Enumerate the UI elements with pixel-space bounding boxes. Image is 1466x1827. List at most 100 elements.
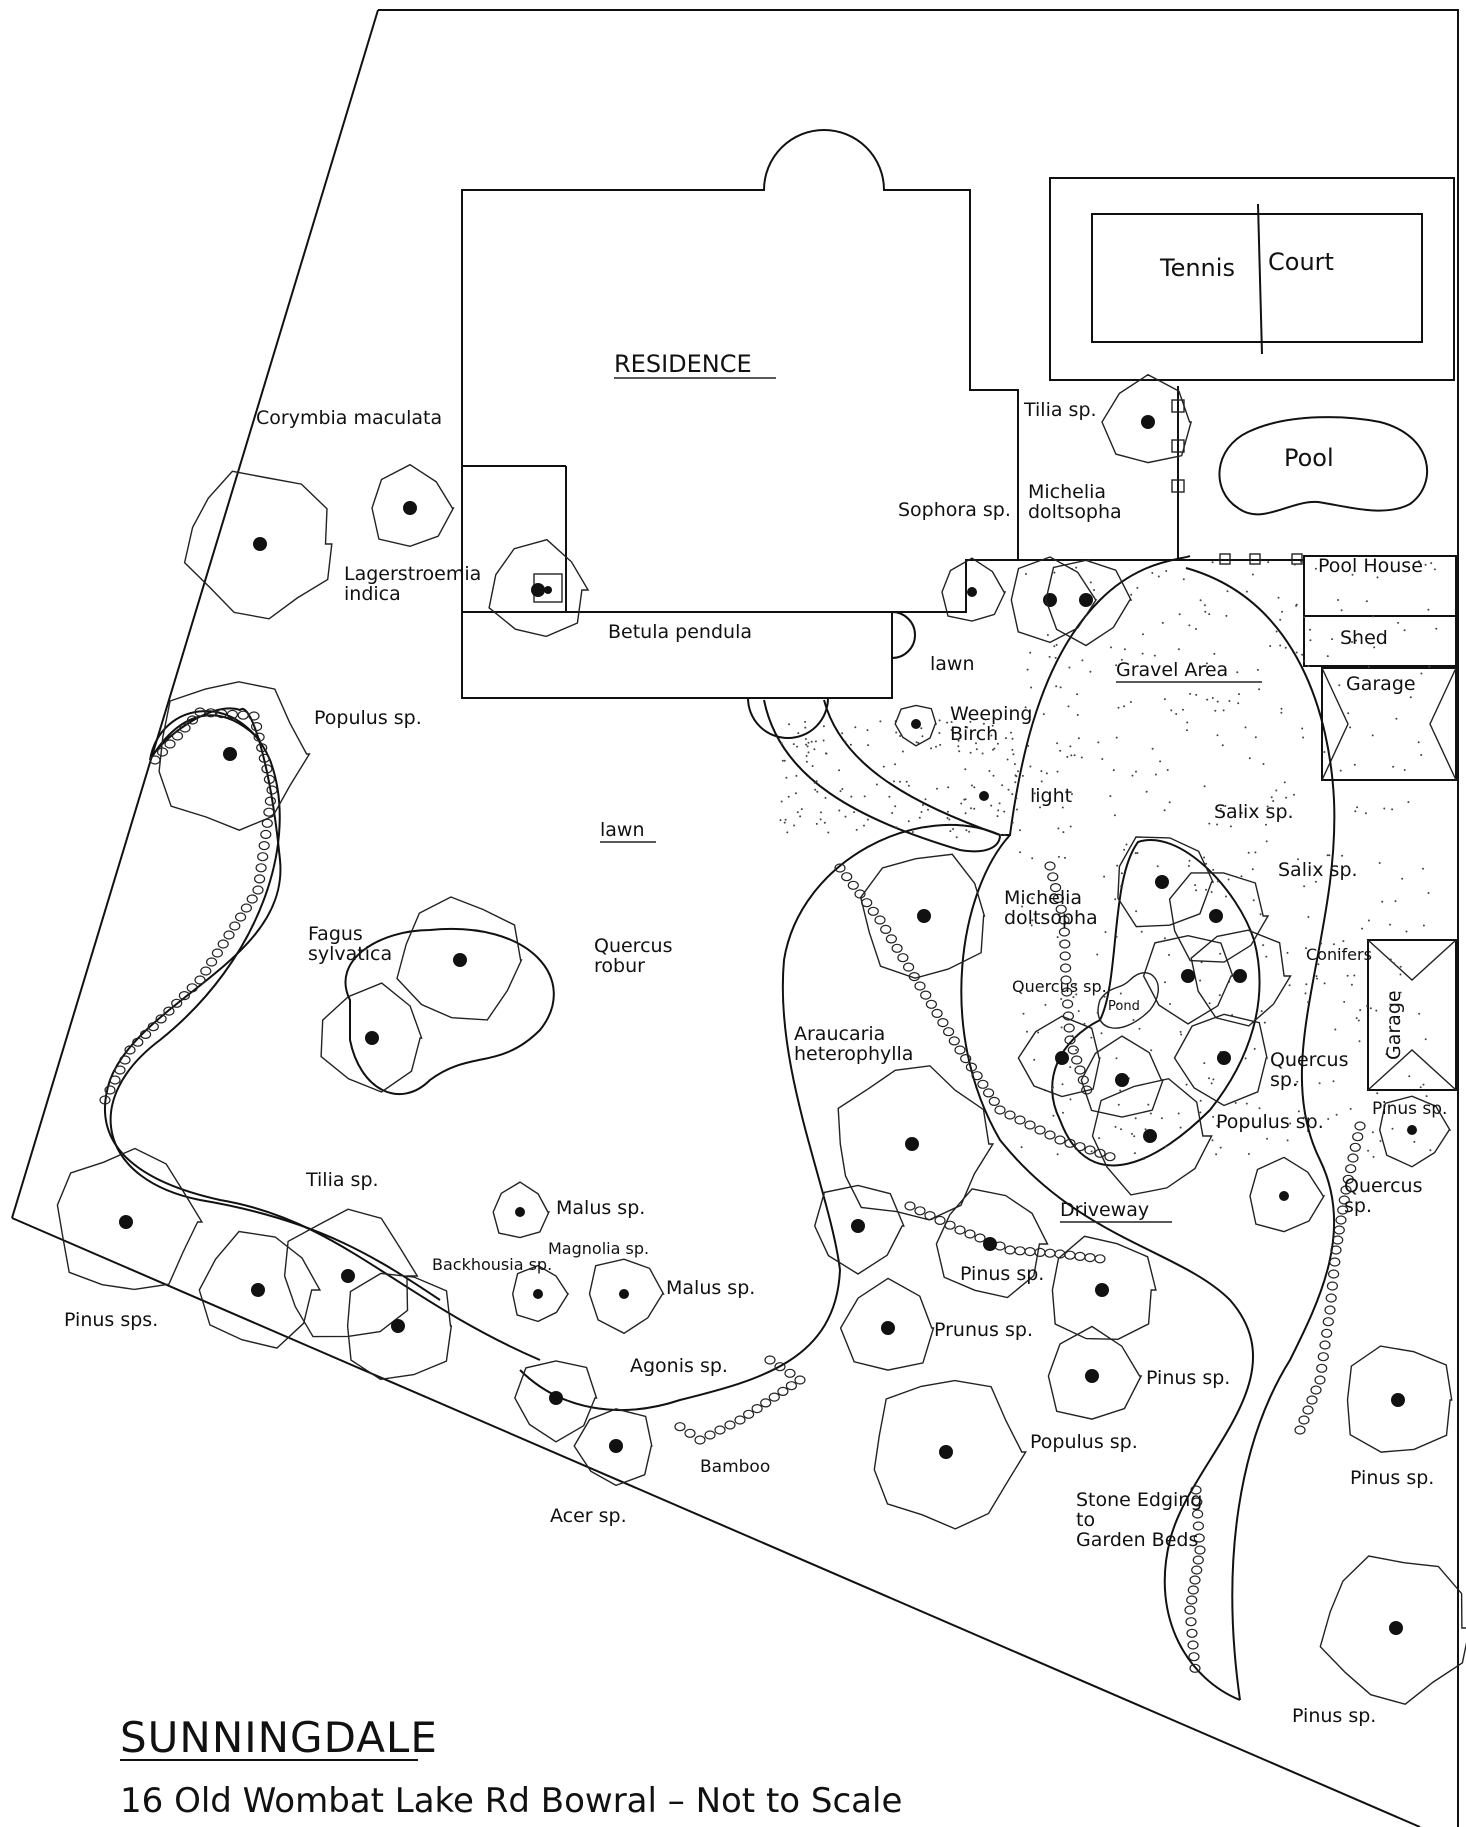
plant-tilia-top: Tilia sp. (1023, 399, 1097, 421)
gravel-label: Gravel Area (1116, 659, 1228, 681)
tree-canopy (1173, 1013, 1268, 1107)
plant-conifers: Conifers (1306, 945, 1372, 964)
tree-canopy (1080, 1035, 1164, 1118)
tree-canopy (1051, 1235, 1157, 1341)
plant-tilia-bottom: Tilia sp. (305, 1169, 379, 1191)
driveway-label: Driveway (1060, 1199, 1149, 1221)
plant-agonis: Agonis sp. (630, 1355, 728, 1377)
lawn-label-main: lawn (600, 819, 645, 841)
plan-subtitle: 16 Old Wombat Lake Rd Bowral – Not to Sc… (120, 1781, 902, 1821)
plant-populus-mid: Populus sp. (1216, 1111, 1324, 1133)
tree-trunk (983, 1237, 997, 1251)
garage-label-top: Garage (1346, 673, 1416, 695)
tree-canopy (941, 557, 1007, 622)
tree-trunk (917, 909, 931, 923)
tree-trunk (1407, 1125, 1417, 1135)
plant-pinus-sps: Pinus sps. (64, 1309, 158, 1331)
plan-title: SUNNINGDALE (120, 1713, 438, 1762)
tree-trunk (1095, 1283, 1109, 1297)
pool (1218, 416, 1429, 516)
tree-canopy (573, 1408, 653, 1487)
tree-canopy (1117, 836, 1215, 928)
tree-trunk (1043, 593, 1057, 607)
tree-trunk (1085, 1369, 1099, 1383)
plant-bamboo: Bamboo (700, 1457, 770, 1477)
tree-trunk (1233, 969, 1247, 983)
tree-canopy (839, 1277, 935, 1371)
tree-trunk (609, 1439, 623, 1453)
tree-canopy (813, 1184, 905, 1275)
tree-canopy (1010, 556, 1098, 644)
plant-malus1: Malus sp. (556, 1197, 645, 1219)
tree-canopy (514, 1360, 598, 1443)
pool-house-label: Pool House (1318, 555, 1423, 577)
tree-trunk (549, 1391, 563, 1405)
tennis-label: Tennis (1159, 254, 1235, 282)
boundary-left (11, 9, 379, 1219)
tree-trunk (1055, 1051, 1069, 1065)
plant-salix1: Salix sp. (1214, 801, 1294, 823)
tree-canopy (1017, 1015, 1101, 1098)
tree-trunk (403, 501, 417, 515)
tree-trunk (533, 1289, 543, 1299)
tree-trunk (1143, 1129, 1157, 1143)
pond (1097, 972, 1159, 1029)
shed-label: Shed (1340, 627, 1388, 649)
pool-label: Pool (1284, 444, 1334, 472)
plant-salix2: Salix sp. (1278, 859, 1358, 881)
tree-trunk (531, 583, 545, 597)
tree-canopy (56, 1147, 204, 1291)
tree-canopy (511, 1264, 570, 1323)
plant-magnolia: Magnolia sp. (548, 1239, 649, 1258)
plant-corymbia: Corymbia maculata (256, 407, 442, 429)
tree-canopy (198, 1230, 322, 1349)
trees (56, 373, 1466, 1705)
tree-canopy (488, 538, 590, 638)
tree-trunk (1209, 909, 1223, 923)
tree-trunk (515, 1207, 525, 1217)
tree-canopy (396, 896, 523, 1021)
tree-canopy (346, 1272, 453, 1381)
plant-sophora: Sophora sp. (898, 499, 1011, 521)
tree-canopy (283, 1208, 419, 1338)
stone-edging (99, 707, 1366, 1673)
gravel-stipple (779, 559, 1438, 1161)
tree-canopy (859, 853, 986, 979)
tree-canopy (1346, 1345, 1453, 1453)
tree-canopy (588, 1258, 665, 1335)
tree-trunk (1079, 593, 1093, 607)
labels: RESIDENCE Tennis Court Pool Pool House S… (64, 248, 1447, 1727)
plant-populus-left: Populus sp. (314, 707, 422, 729)
tree-trunk (365, 1031, 379, 1045)
tree-trunk (939, 1445, 953, 1459)
tree-trunk (1279, 1191, 1289, 1201)
quercus-bed (344, 927, 555, 1096)
tree-trunk (341, 1269, 355, 1283)
tree-canopy (183, 470, 333, 620)
plant-quercus-mid: Quercus sp. (1012, 977, 1107, 996)
boundary-bottom (11, 1217, 1421, 1827)
plant-populus-bottom: Populus sp. (1030, 1431, 1138, 1453)
pond-bed (1051, 839, 1261, 1167)
tree-trunk (619, 1289, 629, 1299)
tree-trunk (1391, 1393, 1405, 1407)
tree-trunk (1155, 875, 1169, 889)
tree-canopy (1047, 1325, 1143, 1420)
tree-canopy (158, 681, 311, 831)
tree-trunk (251, 1283, 265, 1297)
tree-trunk (453, 953, 467, 967)
tree-trunk (253, 537, 267, 551)
tree-trunk (967, 587, 977, 597)
tree-canopy (1101, 373, 1193, 464)
plant-betula: Betula pendula (608, 621, 752, 643)
tree-trunk (1389, 1621, 1403, 1635)
